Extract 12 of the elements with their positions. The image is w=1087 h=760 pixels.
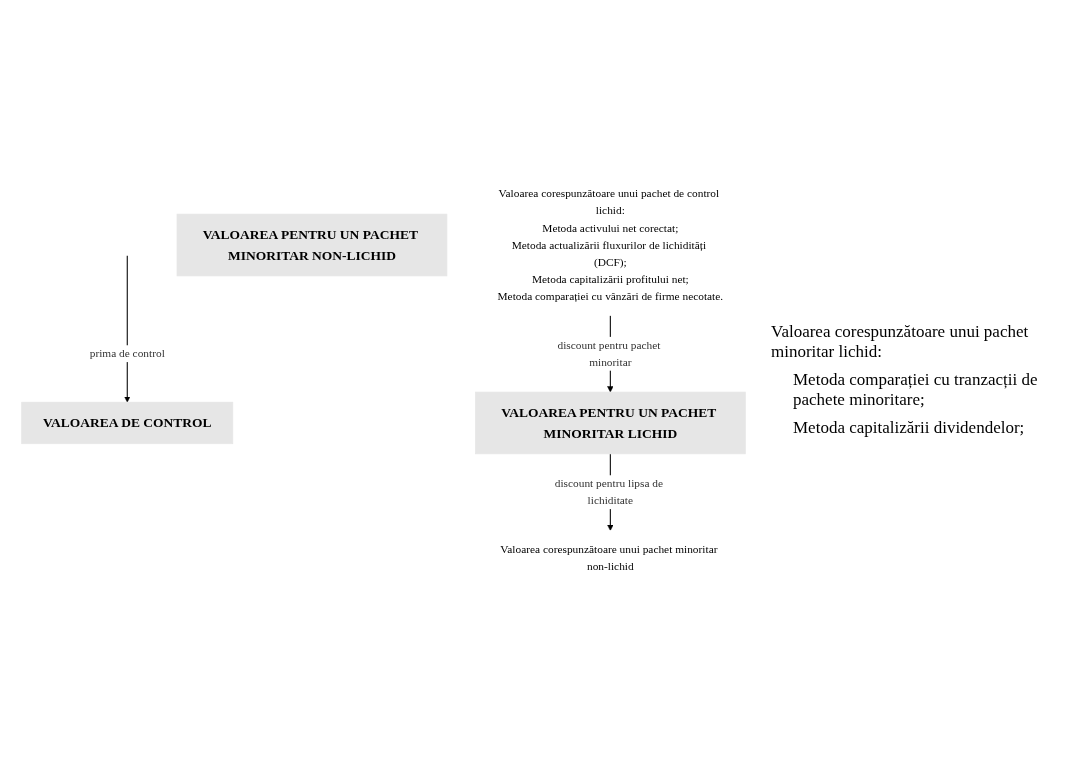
- arrow: [124, 254, 131, 403]
- node-box: VALOAREA DE CONTROL: [21, 401, 234, 444]
- node-box: VALOAREA PENTRU UN PACHET MINORITAR LICHID: [475, 391, 746, 454]
- edge-label: prima de control: [89, 346, 165, 360]
- node-text: Valoarea corespunzătoare unui pachet de control lichid: Metoda activului net corectat; Metoda actualizării fluxurilor de lichidități (DCF); Metoda capitalizării profitului net; Metoda comparației cu vânzări de firme necotate.: [497, 187, 724, 302]
- note-list-item: Metoda comparației cu tranzacții de pachete minoritare;: [792, 370, 1039, 410]
- edge-label: discount pentru lipsa de lichiditate: [554, 476, 664, 507]
- node-box: VALOAREA PENTRU UN PACHET MINORITAR NON-LICHID: [176, 213, 448, 276]
- note-list-item: Metoda capitalizării dividendelor;: [792, 418, 1026, 438]
- note-heading: Valoarea corespunzătoare unui pachet minoritar lichid:: [771, 322, 1030, 362]
- node-text: Valoarea corespunzătoare unui pachet minoritar non-lichid: [500, 543, 718, 573]
- edge-label: discount pentru pachet minoritar: [557, 338, 661, 368]
